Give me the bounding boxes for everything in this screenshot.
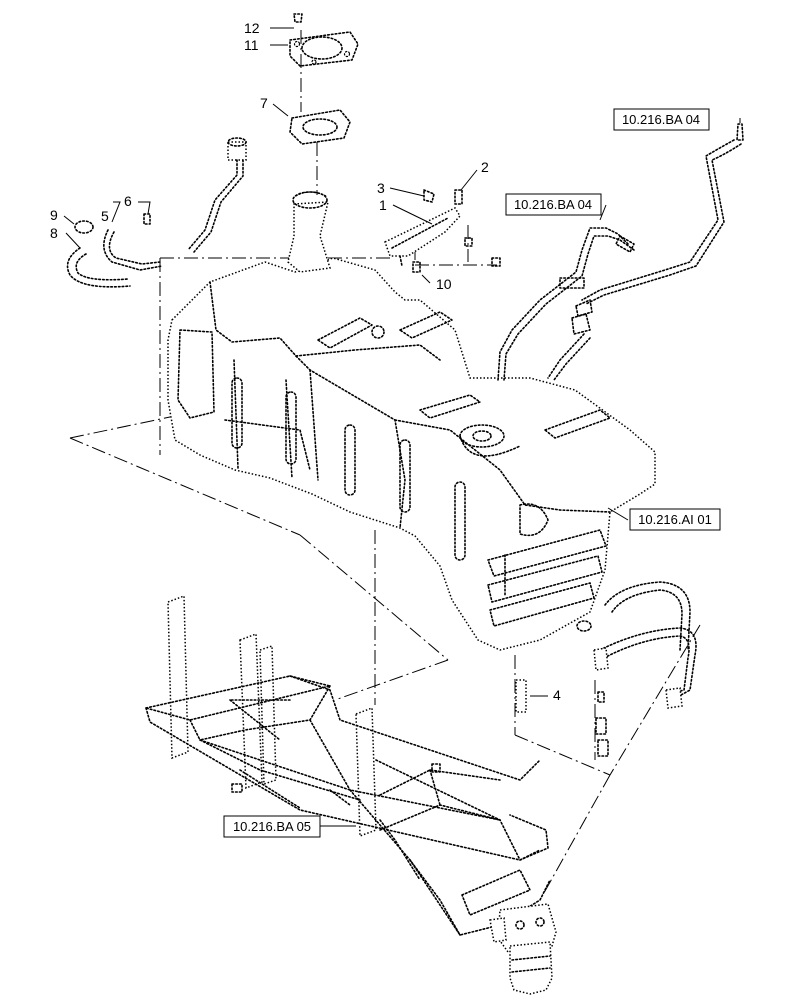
fitting-4 bbox=[515, 679, 527, 713]
bolt-10 bbox=[412, 261, 421, 273]
callout-10: 10 bbox=[436, 276, 452, 292]
fuel-filter bbox=[489, 903, 557, 995]
reference-top-label: 10.216.BA 04 bbox=[622, 112, 700, 127]
tank-bracket bbox=[384, 207, 461, 267]
filler-screw bbox=[293, 13, 303, 23]
bolt-small-right bbox=[464, 237, 501, 267]
drain-hose bbox=[576, 581, 691, 651]
fittings-lower bbox=[595, 691, 609, 757]
callout-labels: 12 11 7 6 5 9 8 3 1 2 10 4 bbox=[50, 20, 561, 703]
reference-tank-label: 10.216.AI 01 bbox=[638, 512, 712, 527]
tank-frame bbox=[145, 594, 551, 936]
reference-middle-label: 10.216.BA 04 bbox=[514, 197, 592, 212]
reference-frame-label: 10.216.BA 05 bbox=[233, 819, 311, 834]
callout-5: 5 bbox=[101, 208, 109, 224]
reference-frame: 10.216.BA 05 bbox=[223, 815, 321, 838]
fuel-return-hose bbox=[593, 627, 697, 709]
filler-gasket bbox=[289, 109, 351, 145]
fuel-line-middle bbox=[497, 227, 635, 381]
fuel-line-upper bbox=[559, 123, 744, 335]
callout-11: 11 bbox=[244, 37, 259, 53]
callout-12: 12 bbox=[244, 20, 260, 36]
reference-top: 10.216.BA 04 bbox=[613, 108, 710, 131]
breather-filter bbox=[187, 137, 247, 253]
filler-flange-plate bbox=[289, 31, 359, 67]
callout-6: 6 bbox=[124, 193, 132, 209]
bolt-3 bbox=[423, 189, 435, 203]
reference-tank: 10.216.AI 01 bbox=[629, 508, 721, 531]
bolt-2 bbox=[454, 189, 463, 205]
callout-9: 9 bbox=[50, 207, 58, 223]
callout-7: 7 bbox=[260, 95, 268, 111]
clip-6 bbox=[143, 213, 151, 225]
hose-clamp-9 bbox=[74, 220, 94, 234]
callout-4: 4 bbox=[553, 687, 561, 703]
hose-5 bbox=[103, 229, 163, 271]
callout-3: 3 bbox=[377, 180, 385, 196]
callout-8: 8 bbox=[50, 225, 58, 241]
hose-8 bbox=[66, 247, 131, 288]
callout-2: 2 bbox=[481, 159, 489, 175]
reference-middle: 10.216.BA 04 bbox=[505, 193, 602, 216]
leader-lines bbox=[63, 27, 741, 827]
callout-1: 1 bbox=[379, 197, 387, 213]
fuel-tank bbox=[167, 191, 656, 651]
assembly-lines bbox=[69, 30, 701, 901]
